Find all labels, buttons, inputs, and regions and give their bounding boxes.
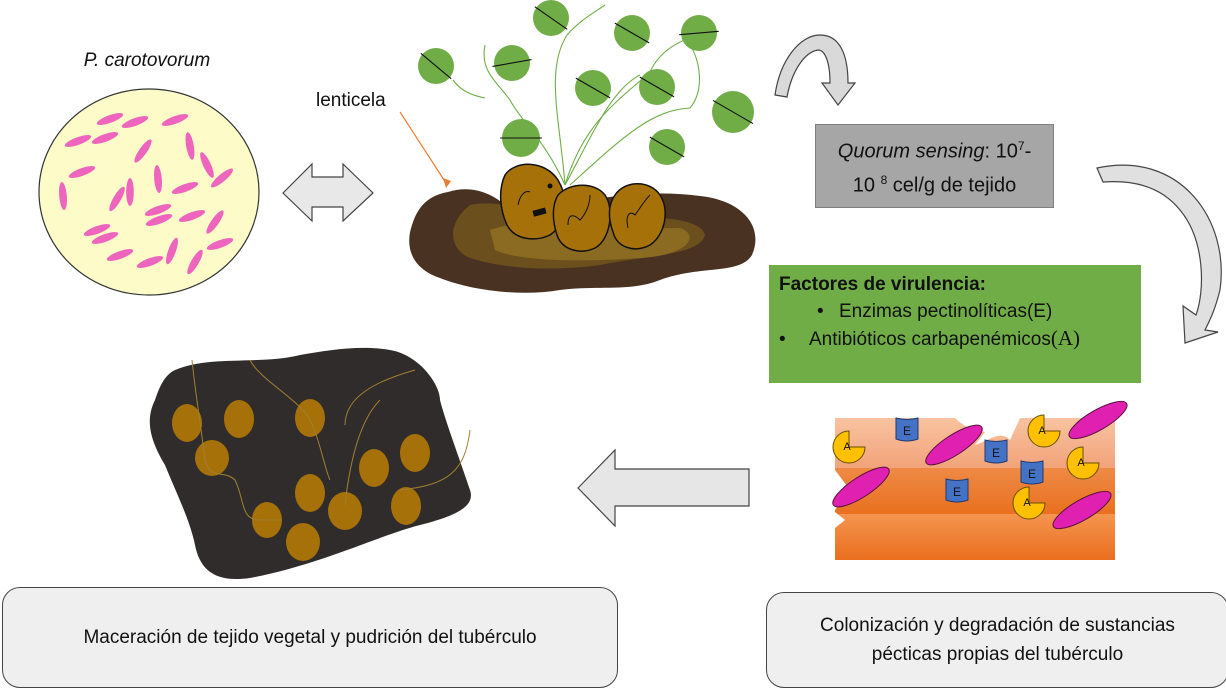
caption-colonization: Colonización y degradación de sustancias… (766, 592, 1226, 688)
tissue-colonization: E E E E A A A A (832, 400, 1128, 560)
bacterium-cell (187, 249, 203, 275)
bacterium-cell (121, 116, 149, 128)
bacterium-cell (200, 152, 214, 178)
bacterium-cell (83, 224, 111, 236)
svg-text:E: E (992, 446, 1000, 460)
leaf (418, 48, 454, 84)
bacterium-cell (206, 238, 234, 250)
bacterium-cell (59, 182, 67, 210)
antibiotic-icon: A (832, 430, 866, 464)
bacterium-cell (832, 466, 890, 508)
bacterium-cell (178, 210, 206, 222)
macerated-tuber (286, 523, 320, 561)
bacterium-cell (206, 210, 224, 234)
bacterium-cell (1052, 490, 1112, 530)
left-arrow-icon (577, 448, 750, 528)
bacterium-cell (144, 204, 172, 216)
svg-text:E: E (953, 485, 961, 499)
bacterium-cell (925, 424, 983, 466)
bacterium-cell (106, 249, 134, 261)
macerated-tuber (328, 492, 362, 530)
virulence-item: •Enzimas pectinolíticas(E) (817, 301, 1053, 322)
double-arrow-icon (282, 162, 374, 223)
caption-maceration: Maceración de tejido vegetal y pudrición… (2, 587, 618, 688)
bacterium-cell (171, 182, 199, 194)
tuber (608, 183, 666, 250)
bacterium-cell (96, 113, 124, 125)
bacterium-cell (64, 135, 92, 147)
svg-text:A: A (1023, 497, 1031, 509)
leaf (649, 129, 685, 165)
leaf (679, 15, 719, 51)
macerated-tuber (391, 487, 421, 525)
quorum-line-1: Quorum sensing: 107- (837, 139, 1032, 163)
leaf (533, 0, 569, 36)
macerated-tuber (172, 404, 202, 442)
bacterium-cell (211, 168, 233, 188)
svg-text:E: E (903, 424, 911, 438)
leaf (500, 119, 542, 157)
bacterium-cell (161, 114, 189, 126)
bacteria-species-label: P. carotovorum (83, 50, 211, 71)
leaf (575, 70, 611, 106)
bacteria-cells (59, 113, 234, 275)
antibiotic-icon: A (1012, 486, 1046, 520)
macerated-tuber (400, 434, 430, 472)
svg-text:A: A (1038, 425, 1046, 437)
bacterium-cell (109, 186, 125, 212)
potato-plant (399, 0, 756, 293)
bacterium-cell (166, 237, 178, 265)
antibiotic-icon: A (1027, 414, 1061, 448)
quorum-sensing-box: Quorum sensing: 107- 10 8 cel/g de tejid… (815, 124, 1054, 208)
bacterium-cell (136, 256, 164, 268)
bacterium-cell (185, 132, 195, 160)
bacterium-cell (154, 165, 162, 193)
bacterium-cell (1068, 400, 1128, 440)
bacterium-cell (134, 139, 152, 163)
enzyme-icon: E (1020, 460, 1044, 485)
leaf (639, 69, 675, 105)
bacteria-plate (38, 88, 260, 296)
bacterium-cell (126, 178, 134, 206)
leaf (712, 91, 754, 133)
quorum-line-2: 10 8 cel/g de tejido (852, 173, 1017, 197)
virulence-title: Factores de virulencia: (779, 274, 986, 295)
macerated-tuber (224, 400, 254, 438)
lenticela-pointer (399, 111, 447, 184)
leaf (614, 15, 650, 51)
macerated-tuber (359, 449, 389, 487)
svg-text:E: E (1028, 467, 1036, 481)
macerated-tuber (195, 440, 229, 476)
bacterium-cell (91, 232, 119, 244)
macerated-tissue (149, 347, 471, 580)
virulence-factors-box: Factores de virulencia: •Enzimas pectino… (769, 265, 1141, 383)
leaf (492, 45, 532, 81)
bacterium-cell (91, 132, 119, 144)
enzyme-icon: E (945, 478, 969, 503)
macerated-tuber (295, 399, 325, 437)
tuber (499, 163, 566, 240)
lenticela-label: lenticela (316, 90, 386, 111)
antibiotic-icon: A (1066, 446, 1100, 480)
long-curved-arrow-icon (1096, 164, 1222, 344)
enzyme-icon: E (895, 417, 919, 442)
bacterium-cell (68, 166, 96, 178)
enzyme-icon: E (984, 439, 1008, 464)
virulence-item: •Antibióticos carbapenémicos(A) (779, 326, 1081, 350)
macerated-tuber (295, 474, 325, 512)
svg-text:A: A (843, 441, 851, 453)
bacterium-cell (145, 214, 173, 226)
curved-arrow-icon (774, 34, 857, 107)
svg-text:A: A (1077, 457, 1085, 469)
